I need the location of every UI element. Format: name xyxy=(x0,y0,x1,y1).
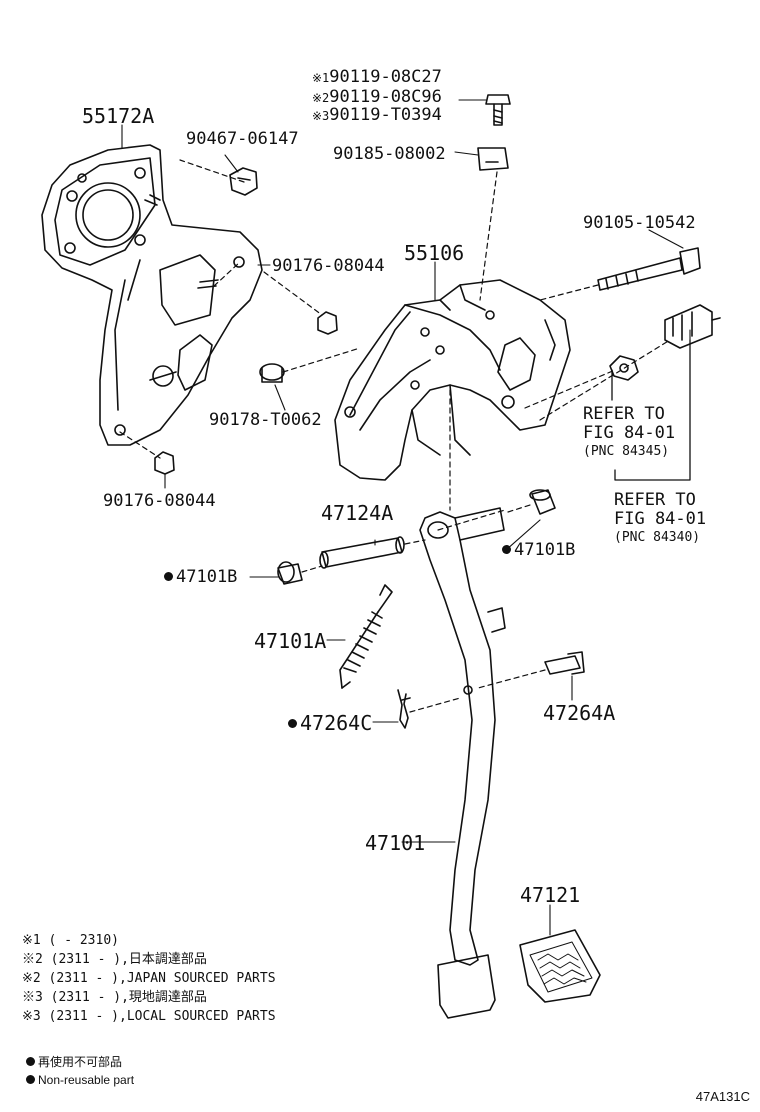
label-55172a[interactable]: 55172A xyxy=(82,104,155,128)
bolt-90178-shape xyxy=(259,363,285,383)
label-90467-06147[interactable]: 90467-06147 xyxy=(186,129,299,149)
label-47124a[interactable]: 47124A xyxy=(321,501,394,525)
note-line-1: ※1 ( - 2310) xyxy=(22,933,119,948)
clip-nut-90185-shape xyxy=(477,147,509,171)
note-line-4: ※3 (2311 - ),現地調達部品 xyxy=(22,990,207,1005)
figure-code: 47A131C xyxy=(695,1089,750,1104)
non-reusable-marker-icon xyxy=(502,544,511,554)
label-bolt-90119-08c27[interactable]: ※190119-08C27 xyxy=(312,68,442,87)
refer-to-fig-84345-line3[interactable]: (PNC 84345) xyxy=(583,444,670,459)
long-bolt-shape xyxy=(597,247,701,291)
non-reusable-marker-icon xyxy=(26,1075,35,1085)
bolt-part-number: 90119-08C27 xyxy=(329,67,442,87)
label-47264c[interactable]: 47264C xyxy=(288,712,372,734)
bush-right-shape xyxy=(529,489,556,515)
refer-to-fig-84340-line3[interactable]: (PNC 84340) xyxy=(614,530,701,545)
stoplight-switch-shape xyxy=(664,304,721,349)
bracket-55172a-shape xyxy=(41,144,263,446)
legend-text: Non-reusable part xyxy=(38,1073,135,1087)
label-47121[interactable]: 47121 xyxy=(520,883,581,907)
note-mark-1: ※1 xyxy=(312,71,330,85)
return-spring-shape xyxy=(339,584,393,689)
non-reusable-marker-icon xyxy=(164,571,173,581)
label-90176-08044-lower[interactable]: 90176-08044 xyxy=(103,491,216,511)
part-number: 47101B xyxy=(514,540,576,560)
non-reusable-marker-icon xyxy=(26,1057,35,1067)
note-mark-3: ※3 xyxy=(312,109,330,123)
refer-to-fig-84340-line2[interactable]: FIG 84-01 xyxy=(614,509,707,529)
bolt-part-number: 90119-08C96 xyxy=(329,87,442,107)
nut-90176-lower-shape xyxy=(154,451,175,475)
nut-90176-upper-shape xyxy=(317,311,338,335)
clip-47264c-shape xyxy=(397,689,411,729)
note-mark-2: ※2 xyxy=(312,91,330,105)
pedal-pad-shape xyxy=(519,929,601,1003)
legend-non-reusable-jp: 再使用不可部品 xyxy=(26,1055,122,1069)
label-90185-08002[interactable]: 90185-08002 xyxy=(333,144,446,164)
pin-47264a-shape xyxy=(544,651,585,675)
clip-nut-shape xyxy=(229,167,258,196)
refer-to-fig-84345-line1[interactable]: REFER TO xyxy=(583,404,665,424)
label-90178-t0062[interactable]: 90178-T0062 xyxy=(209,410,322,430)
bush-left-shape xyxy=(277,561,303,585)
note-line-2: ※2 (2311 - ),日本調達部品 xyxy=(22,952,207,967)
bolt-part-number: 90119-T0394 xyxy=(329,105,442,125)
stopper-shape xyxy=(609,355,639,381)
note-line-3: ※2 (2311 - ),JAPAN SOURCED PARTS xyxy=(22,971,276,986)
refer-to-fig-84345-line2[interactable]: FIG 84-01 xyxy=(583,423,676,443)
label-47101b-left[interactable]: 47101B xyxy=(164,568,237,586)
non-reusable-marker-icon xyxy=(288,719,297,728)
legend-text: 再使用不可部品 xyxy=(38,1055,123,1069)
bolt-90119-shape xyxy=(485,94,511,126)
label-90105-10542[interactable]: 90105-10542 xyxy=(583,213,696,233)
label-47101a[interactable]: 47101A xyxy=(254,629,327,653)
pin-47124a-shape xyxy=(319,536,405,569)
label-90176-08044-upper[interactable]: 90176-08044 xyxy=(272,256,385,276)
label-bolt-90119-t0394[interactable]: ※390119-T0394 xyxy=(312,106,442,125)
support-bracket-55106-shape xyxy=(334,279,571,481)
label-47264a[interactable]: 47264A xyxy=(543,701,616,725)
label-55106[interactable]: 55106 xyxy=(404,241,465,265)
part-number: 47264C xyxy=(300,711,373,735)
legend-non-reusable-en: Non-reusable part xyxy=(26,1073,134,1087)
note-line-5: ※3 (2311 - ),LOCAL SOURCED PARTS xyxy=(22,1009,276,1024)
label-47101b-right[interactable]: 47101B xyxy=(502,541,575,559)
part-number: 47101B xyxy=(176,567,238,587)
refer-to-fig-84340-line1[interactable]: REFER TO xyxy=(614,490,696,510)
label-47101[interactable]: 47101 xyxy=(365,831,426,855)
label-bolt-90119-08c96[interactable]: ※290119-08C96 xyxy=(312,88,442,107)
pedal-arm-shape xyxy=(419,507,506,1019)
